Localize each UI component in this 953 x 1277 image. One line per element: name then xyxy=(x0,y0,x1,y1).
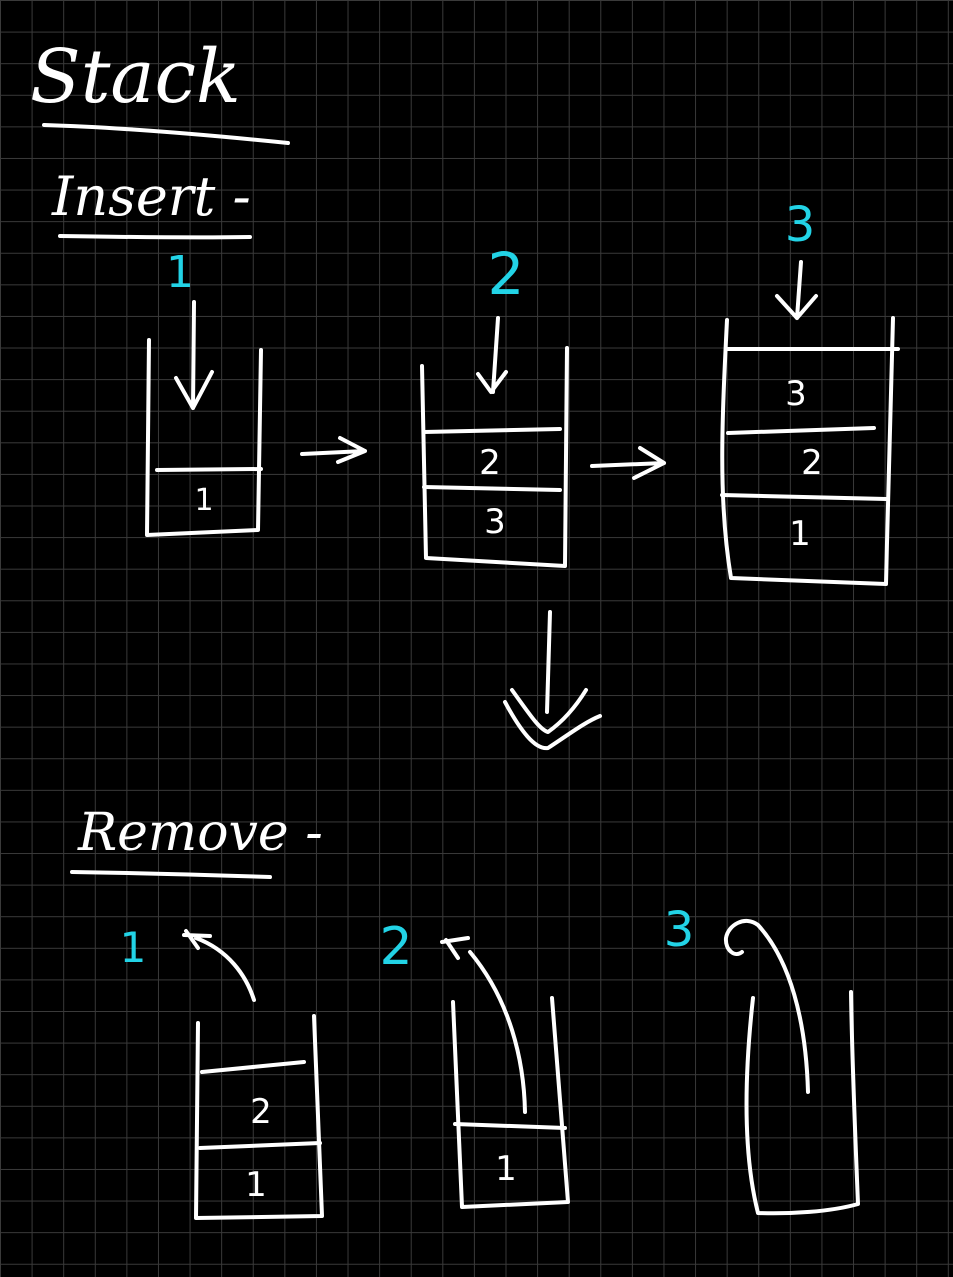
stack-cell: 3 xyxy=(785,374,807,414)
stack-cell: 1 xyxy=(245,1165,267,1205)
step-number: 3 xyxy=(785,197,816,253)
stack-divider xyxy=(453,1122,567,1130)
push-arrow xyxy=(174,300,214,410)
step-number: 3 xyxy=(664,902,695,958)
pop-arrow xyxy=(440,936,527,1114)
step-number: 2 xyxy=(488,240,525,308)
stack-container xyxy=(145,338,263,537)
stack-cell: 2 xyxy=(250,1092,272,1132)
insert-step-3: 3 3 2 1 xyxy=(720,197,900,586)
step-number: 2 xyxy=(379,917,412,977)
down-arrow xyxy=(503,610,602,751)
stack-cell: 1 xyxy=(495,1149,517,1189)
stack-container xyxy=(744,990,860,1216)
stack-divider xyxy=(198,1141,322,1150)
stack-cell: 2 xyxy=(801,443,823,483)
stack-divider xyxy=(200,1060,306,1074)
insert-step-1: 1 1 xyxy=(145,247,263,537)
page-title: Stack xyxy=(30,34,241,120)
pop-arrow xyxy=(182,929,256,1002)
pop-arrow xyxy=(723,918,810,1094)
stack-divider xyxy=(422,485,562,492)
stack-cell: 2 xyxy=(479,443,501,483)
title-group: Stack xyxy=(30,34,290,145)
remove-heading: Remove - xyxy=(77,803,323,863)
stack-container xyxy=(451,996,570,1209)
step-number: 1 xyxy=(166,247,194,298)
transition-arrow xyxy=(300,436,367,464)
stack-container xyxy=(720,316,895,586)
remove-step-2: 2 1 xyxy=(379,917,570,1209)
step-number: 1 xyxy=(120,923,147,972)
push-arrow xyxy=(476,316,508,394)
remove-step-1: 1 2 1 xyxy=(120,923,324,1220)
stack-cell: 1 xyxy=(194,483,213,518)
title-underline xyxy=(42,123,290,145)
stack-cell: 3 xyxy=(484,502,506,542)
stack-divider xyxy=(726,426,876,435)
remove-underline xyxy=(70,870,272,879)
stack-container xyxy=(194,1014,324,1220)
transition-arrow xyxy=(590,446,666,480)
remove-heading-group: Remove - xyxy=(70,803,323,879)
stack-cell: 1 xyxy=(789,514,811,554)
push-arrow xyxy=(775,260,818,320)
remove-step-3: 3 xyxy=(664,902,860,1216)
stack-container xyxy=(420,346,569,568)
stack-divider xyxy=(720,493,888,501)
stack-divider xyxy=(155,467,263,472)
insert-heading: Insert - xyxy=(51,165,251,228)
insert-underline xyxy=(58,234,252,240)
insert-step-2: 2 2 3 xyxy=(420,240,569,568)
stack-divider xyxy=(422,427,562,434)
insert-heading-group: Insert - xyxy=(51,165,252,240)
